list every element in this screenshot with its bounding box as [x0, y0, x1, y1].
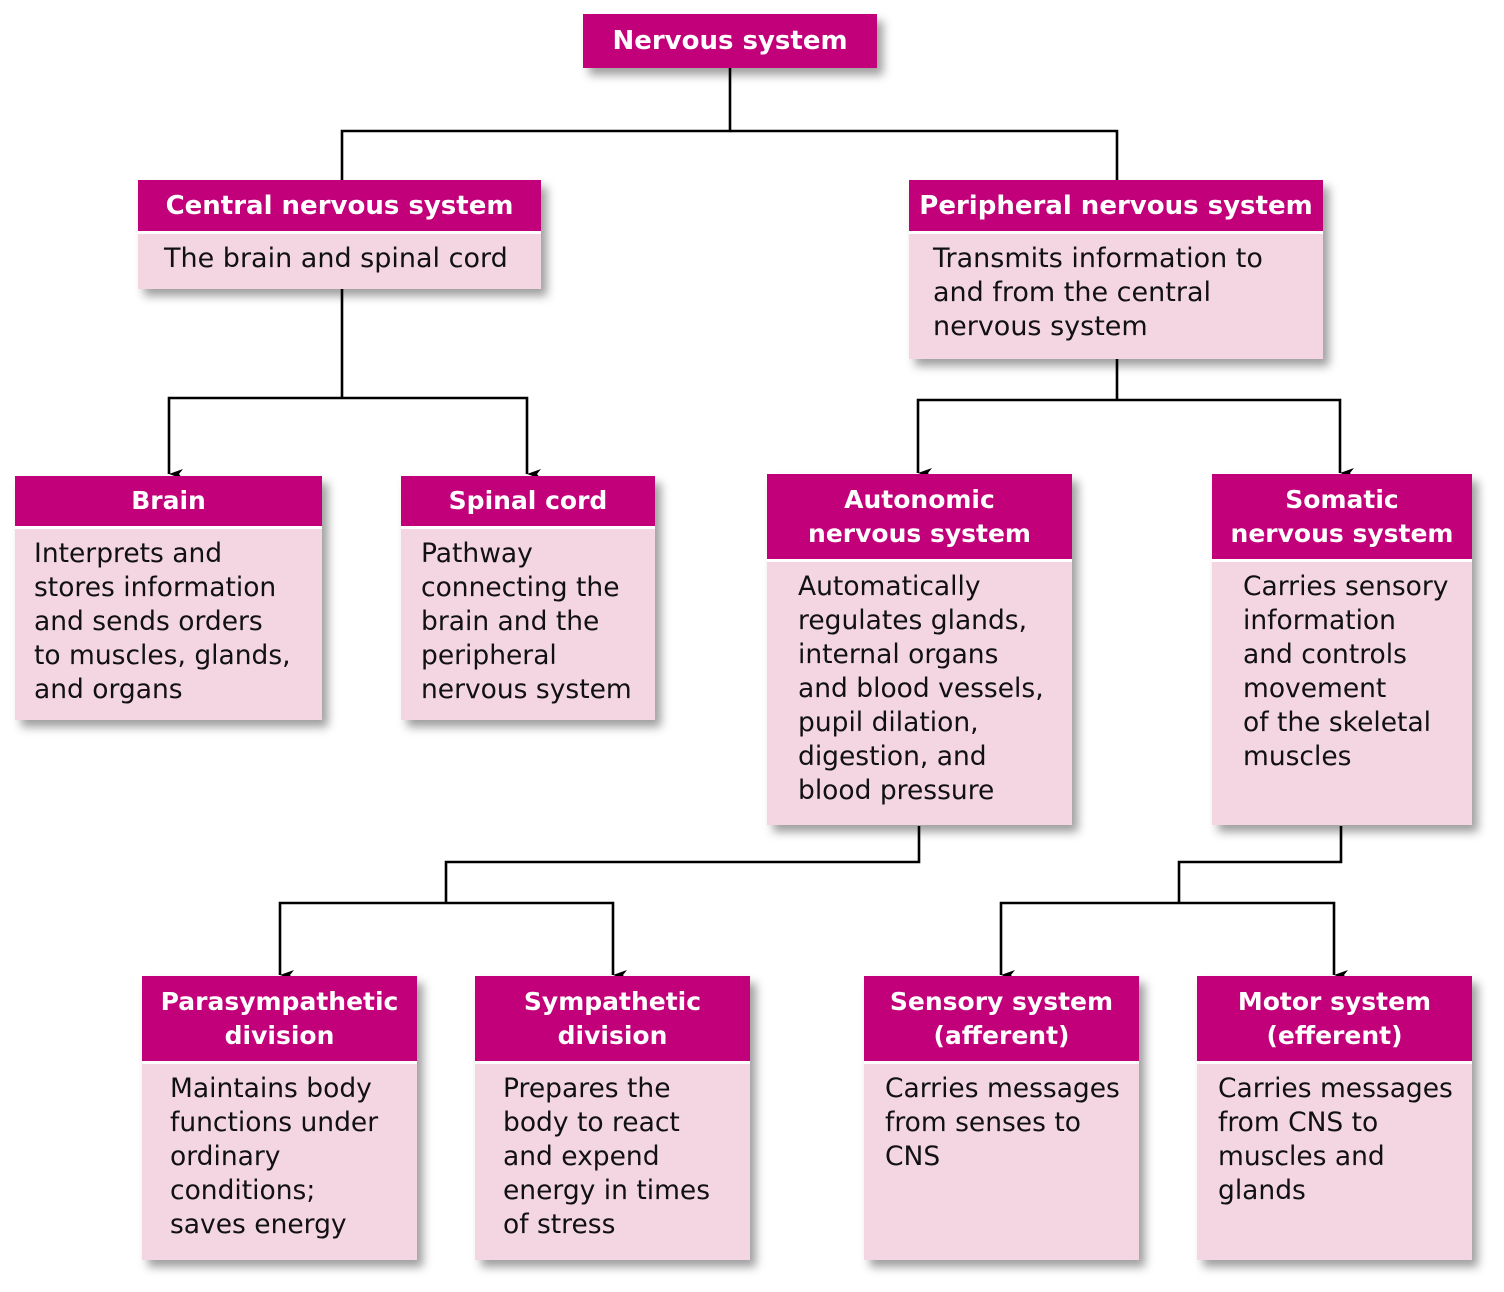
- edge-somatic-trunk: [1177, 826, 1343, 903]
- node-sensory-system: Sensory system (afferent) Carries messag…: [864, 976, 1139, 1260]
- edge-autonomic-to-parasympathetic: [278, 901, 446, 980]
- node-peripheral-nervous-system: Peripheral nervous system Transmits info…: [909, 180, 1323, 359]
- node-title: Peripheral nervous system: [909, 180, 1323, 234]
- node-sympathetic-division: Sympathetic division Prepares the body t…: [475, 976, 750, 1260]
- node-parasympathetic-division: Parasympathetic division Maintains body …: [142, 976, 417, 1260]
- node-description: Carries messages from CNS to muscles and…: [1218, 1073, 1453, 1206]
- node-title: Motor system (efferent): [1197, 976, 1472, 1064]
- node-description: Carries sensory information and controls…: [1243, 571, 1449, 772]
- node-description: Interprets and stores information and se…: [34, 538, 291, 705]
- edge-autonomic-to-sympathetic: [446, 901, 627, 980]
- node-description: Prepares the body to react and expend en…: [503, 1073, 711, 1240]
- node-motor-system: Motor system (efferent) Carries messages…: [1197, 976, 1472, 1260]
- node-autonomic-nervous-system: Autonomic nervous system Automatically r…: [767, 474, 1072, 825]
- node-description: Carries messages from senses to CNS: [885, 1073, 1120, 1172]
- node-title: Autonomic nervous system: [767, 474, 1072, 562]
- node-somatic-nervous-system: Somatic nervous system Carries sensory i…: [1212, 474, 1472, 825]
- node-brain: Brain Interprets and stores information …: [15, 476, 322, 720]
- node-title: Nervous system: [583, 14, 877, 68]
- node-title: Spinal cord: [401, 476, 655, 529]
- node-title: Sensory system (afferent): [864, 976, 1139, 1064]
- edge-somatic-to-sensory: [999, 901, 1179, 980]
- node-nervous-system: Nervous system: [583, 14, 877, 68]
- edge-cns-to-brain: [167, 396, 342, 479]
- edge-root-to-pns: [730, 129, 1119, 180]
- edge-cns-to-spinal-cord: [342, 396, 541, 479]
- node-title: Central nervous system: [138, 180, 541, 234]
- edge-pns-to-autonomic: [916, 398, 1117, 478]
- node-title: Somatic nervous system: [1212, 474, 1472, 562]
- node-description: Transmits information to and from the ce…: [933, 243, 1263, 342]
- edge-autonomic-trunk: [444, 826, 921, 903]
- node-title: Sympathetic division: [475, 976, 750, 1064]
- node-description: The brain and spinal cord: [164, 243, 508, 274]
- node-central-nervous-system: Central nervous system The brain and spi…: [138, 180, 541, 289]
- node-description: Automatically regulates glands, internal…: [798, 571, 1044, 806]
- node-description: Maintains body functions under ordinary …: [170, 1073, 379, 1240]
- node-title: Parasympathetic division: [142, 976, 417, 1064]
- edge-pns-to-somatic: [1117, 398, 1354, 478]
- edge-root-to-cns: [340, 68, 732, 180]
- node-description: Pathway connecting the brain and the per…: [421, 538, 632, 705]
- node-spinal-cord: Spinal cord Pathway connecting the brain…: [401, 476, 655, 720]
- node-title: Brain: [15, 476, 322, 529]
- edge-somatic-to-motor: [1179, 901, 1348, 980]
